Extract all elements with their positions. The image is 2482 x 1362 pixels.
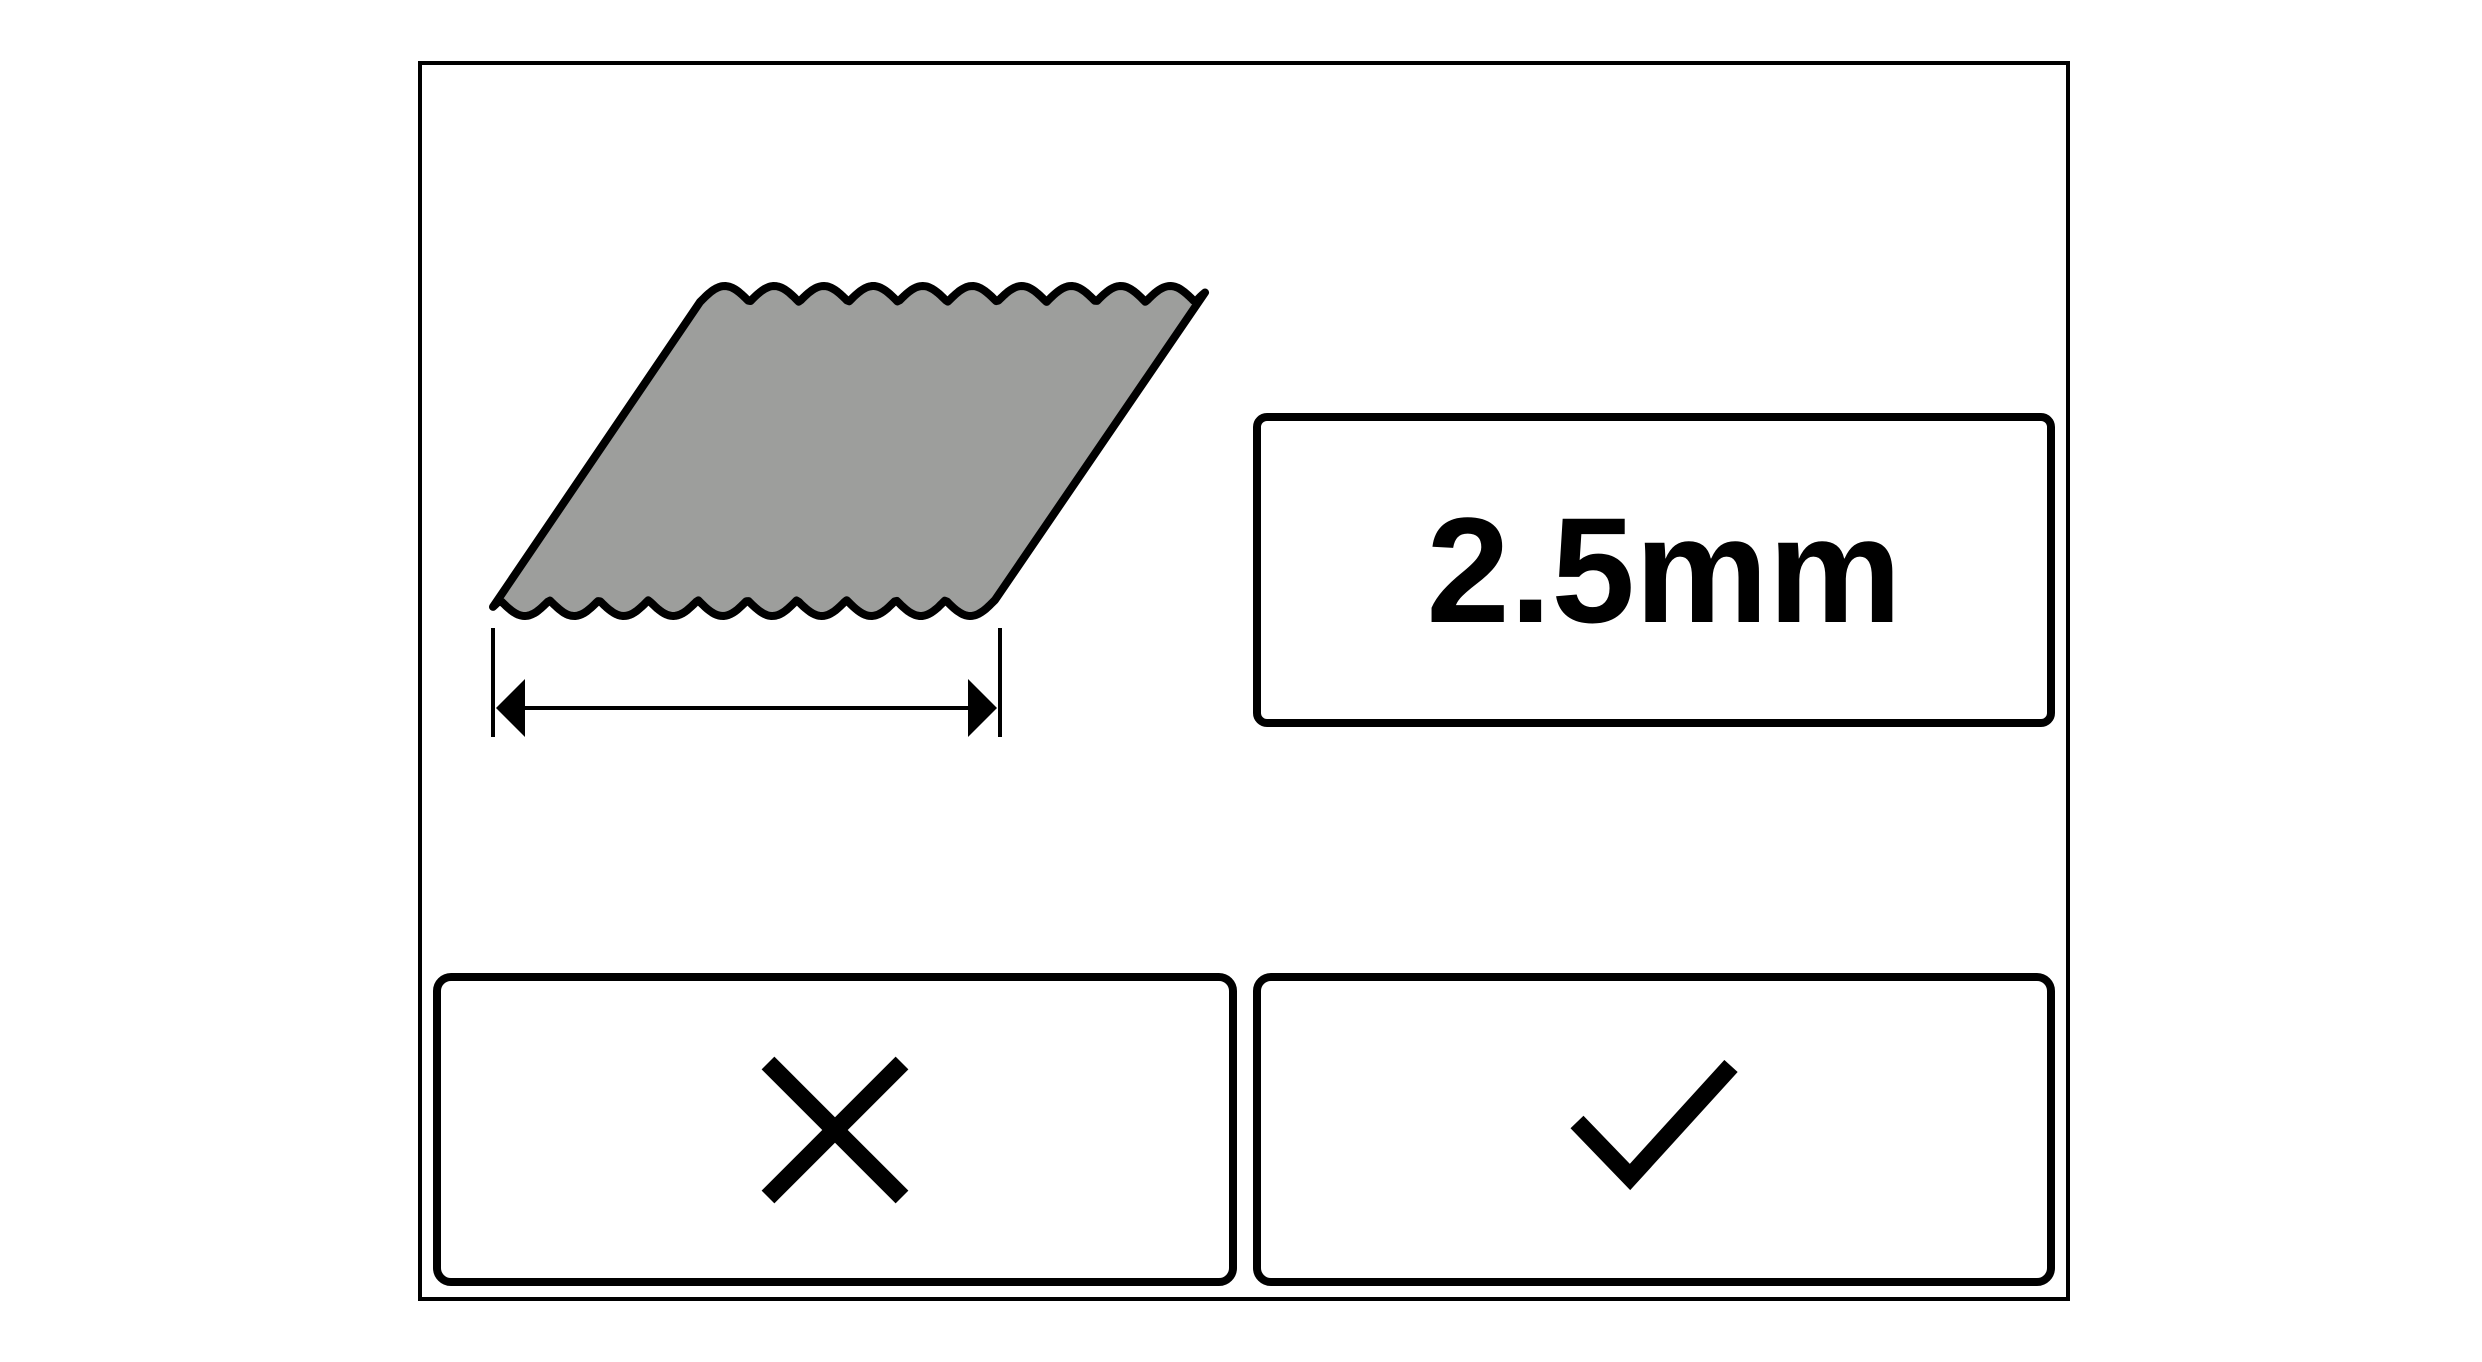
seam-width-value: 2.5mm [1426,486,1902,654]
confirm-button[interactable] [1253,973,2055,1286]
check-icon [1570,1059,1738,1190]
fabric-swatch-icon [489,282,1209,620]
close-icon [761,1056,909,1203]
cancel-button[interactable] [433,973,1237,1286]
width-dimension-icon [491,628,1002,737]
seam-width-display[interactable]: 2.5mm [1253,413,2055,727]
